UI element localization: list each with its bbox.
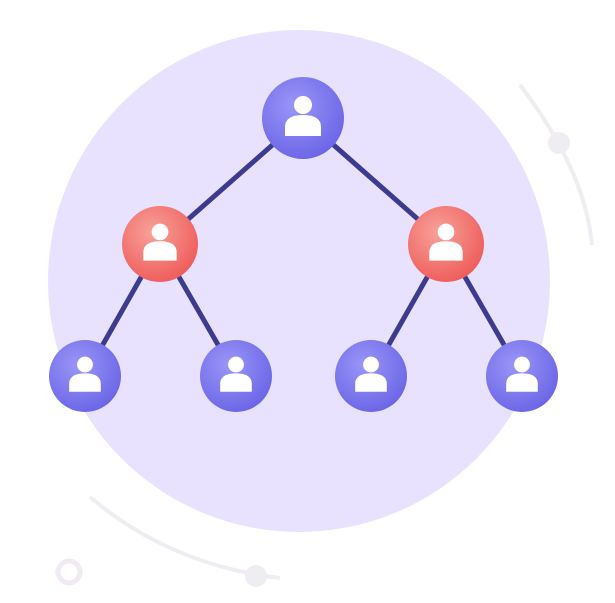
node-manager-right <box>408 206 484 282</box>
background-circle <box>48 30 550 532</box>
decorative-arc-top-right <box>518 83 594 246</box>
person-icon <box>506 356 538 392</box>
node-member-4 <box>486 340 558 412</box>
person-icon <box>143 223 177 261</box>
decorative-ring <box>55 558 83 586</box>
decorative-dot <box>548 132 570 154</box>
node-member-1 <box>49 340 121 412</box>
person-icon <box>220 356 252 392</box>
person-icon <box>285 96 321 136</box>
node-root <box>262 77 344 159</box>
person-icon <box>69 356 101 392</box>
nodes <box>49 77 558 412</box>
node-member-3 <box>335 340 407 412</box>
person-icon <box>429 223 463 261</box>
node-member-2 <box>200 340 272 412</box>
person-icon <box>355 356 387 392</box>
decorative-dot <box>245 565 267 587</box>
node-manager-left <box>122 206 198 282</box>
decorations <box>55 83 594 587</box>
